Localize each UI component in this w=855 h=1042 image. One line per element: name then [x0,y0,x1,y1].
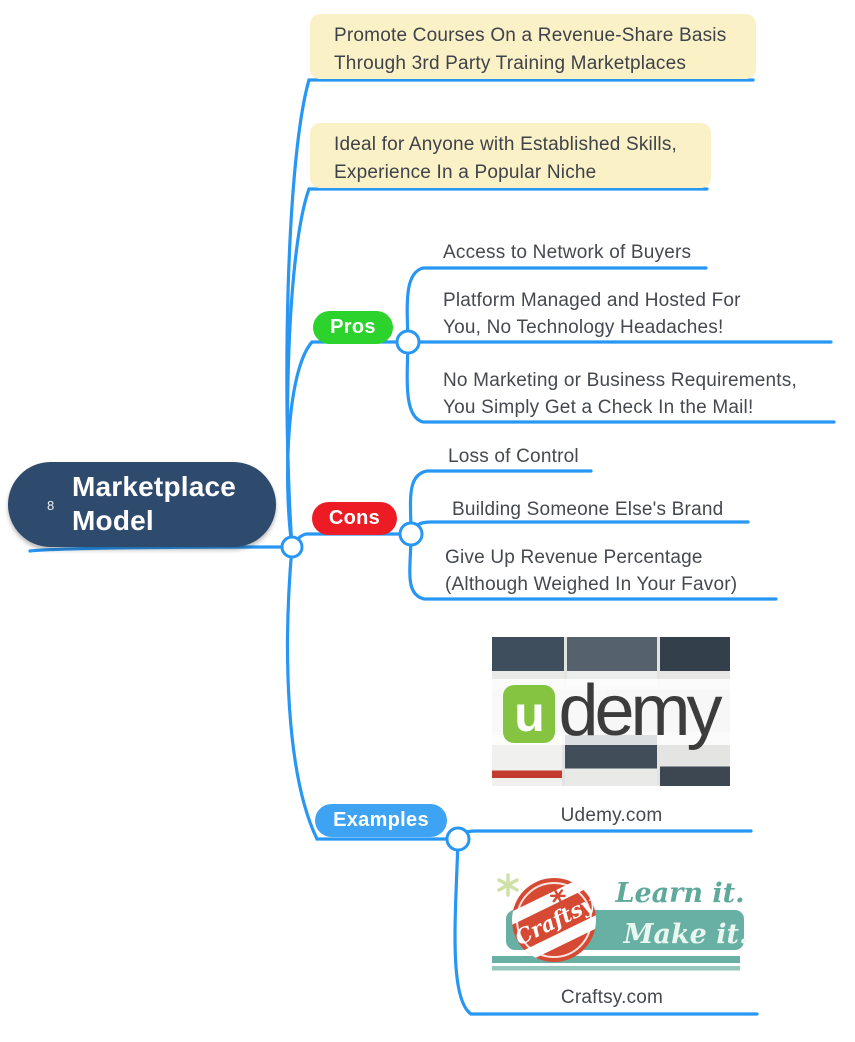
branch-examples[interactable]: Examples [315,804,447,837]
cons-item-loss-of-control[interactable]: Loss of Control [448,443,579,470]
craftsy-tagline-learn: Learn it. [614,878,744,909]
leaf-line: Give Up Revenue Percentage [445,547,703,568]
udemy-wordmark: demy [558,671,722,751]
central-underline [28,545,294,553]
note-line: Experience In a Popular Niche [334,162,597,183]
leaf-line: Platform Managed and Hosted For [443,290,741,311]
note-line: Ideal for Anyone with Established Skills… [334,134,677,155]
leaf-line: Building Someone Else's Brand [452,499,724,520]
leaf-line: You, No Technology Headaches! [443,317,724,338]
line-examples-to-udemy [456,829,753,841]
note-ideal-for[interactable]: Ideal for Anyone with Established Skills… [310,123,711,188]
example-label-udemy[interactable]: Udemy.com [560,805,663,826]
leaf-line: (Although Weighed In Your Favor) [445,574,738,595]
note-line: Promote Courses On a Revenue-Share Basis [334,25,727,46]
course-thumbnail [567,637,657,687]
craftsy-tagline-make: Make it. [623,919,749,950]
line-pros-to-access [405,266,708,344]
example-label-craftsy[interactable]: Craftsy.com [560,987,664,1008]
cons-item-someone-elses-brand[interactable]: Building Someone Else's Brand [452,496,723,523]
cons-junction-node[interactable] [398,521,424,547]
leaf-line: No Marketing or Business Requirements, [443,370,797,391]
line-cons-to-building [409,520,750,536]
central-topic-marketplace-model[interactable]: 8 Marketplace Model [8,462,276,547]
course-thumbnail [492,637,564,687]
note-revenue-share[interactable]: Promote Courses On a Revenue-Share Basis… [310,14,756,79]
craftsy-logo-image[interactable]: Learn it. Make it. Craftsy [488,870,758,972]
pros-item-platform[interactable]: Platform Managed and Hosted For You, No … [443,287,741,341]
pros-item-access[interactable]: Access to Network of Buyers [443,239,691,266]
pros-item-no-marketing[interactable]: No Marketing or Business Requirements, Y… [443,367,797,421]
pros-junction-node[interactable] [395,329,421,355]
craftsy-stripe [492,956,740,963]
udemy-logo: u demy [492,675,730,749]
examples-junction-node[interactable] [445,826,471,852]
craftsy-stripe [492,966,740,971]
leaf-line: You Simply Get a Check In the Mail! [443,397,754,418]
starburst-icon [497,873,519,897]
branch-cons[interactable]: Cons [312,502,397,535]
central-topic-title: Marketplace Model [72,471,237,536]
central-junction-node[interactable] [280,535,304,559]
badge-asterisk-icon [549,889,566,903]
course-thumbnail [660,637,730,687]
line-central-to-pros [286,340,410,549]
leaf-line: Loss of Control [448,446,579,467]
craftsy-badge: Craftsy [512,878,596,962]
line-examples-to-craftsy [453,837,759,1016]
leaf-line: Access to Network of Buyers [443,242,692,263]
note-line: Through 3rd Party Training Marketplaces [334,53,687,74]
craftsy-logo: Learn it. Make it. Craftsy [492,873,749,971]
udemy-u-icon: u [503,685,556,743]
branch-pros[interactable]: Pros [313,311,393,344]
line-central-to-examples [285,545,460,841]
line-pros-to-no-marketing [405,340,836,424]
cons-item-revenue-percentage[interactable]: Give Up Revenue Percentage (Although Wei… [445,544,737,598]
topic-number-badge: 8 [47,498,55,513]
udemy-screenshot-image[interactable]: u demy [492,637,730,786]
line-central-to-cons [290,532,413,549]
